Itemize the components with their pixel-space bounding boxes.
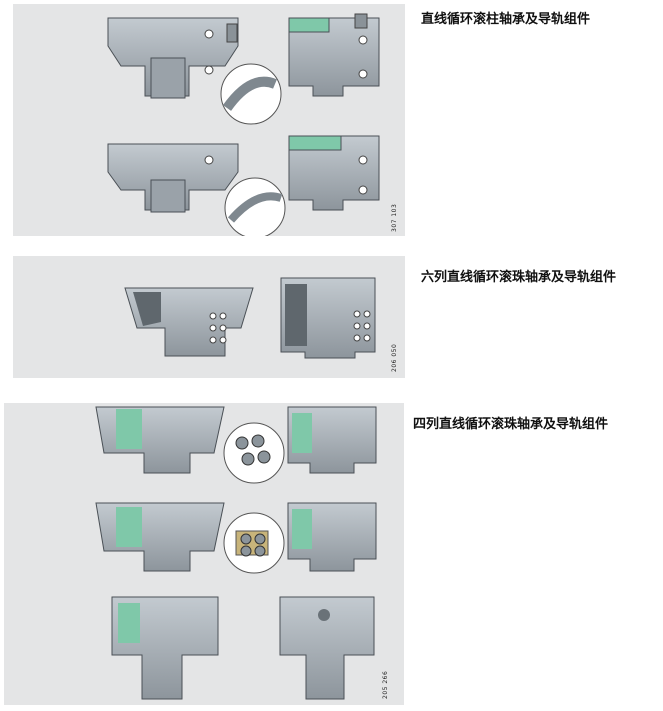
ball-cage-detail-2-icon <box>223 512 285 574</box>
roller-carriage-top-left <box>107 17 239 99</box>
roller-carriage-top-right <box>288 13 380 97</box>
four-row-bearing-illustration <box>95 406 377 700</box>
ball-set-detail-1-icon <box>223 422 285 484</box>
four-row-carriage-1 <box>95 406 225 474</box>
figure-code: 206 050 <box>391 343 398 372</box>
section-caption-six-row: 六列直线循环滚珠轴承及导轨组件 <box>421 270 617 285</box>
six-row-carriage-left <box>124 287 254 357</box>
figure-panel-four-row: 205 266 <box>4 403 404 705</box>
figure-code: 205 266 <box>382 670 389 699</box>
six-row-carriage-right <box>280 277 376 359</box>
figure-code: 307 103 <box>391 203 398 232</box>
four-row-carriage-3 <box>95 502 225 572</box>
four-row-carriage-6 <box>279 596 375 700</box>
roller-cage-detail-icon <box>220 63 282 125</box>
four-row-carriage-4 <box>287 502 377 572</box>
section-caption-four-row: 四列直线循环滚珠轴承及导轨组件 <box>413 417 609 432</box>
figure-panel-roller: 307 103 <box>13 4 405 236</box>
roller-band-detail-icon <box>224 177 286 236</box>
roller-carriage-bottom-right <box>288 135 380 211</box>
four-row-carriage-5 <box>111 596 219 700</box>
roller-carriage-bottom-left <box>107 143 239 213</box>
six-row-bearing-illustration <box>124 277 376 359</box>
four-row-carriage-2 <box>287 406 377 474</box>
roller-bearing-illustration <box>107 13 380 236</box>
figure-panel-six-row: 206 050 <box>13 256 405 378</box>
section-caption-roller: 直线循环滚柱轴承及导轨组件 <box>421 12 591 27</box>
